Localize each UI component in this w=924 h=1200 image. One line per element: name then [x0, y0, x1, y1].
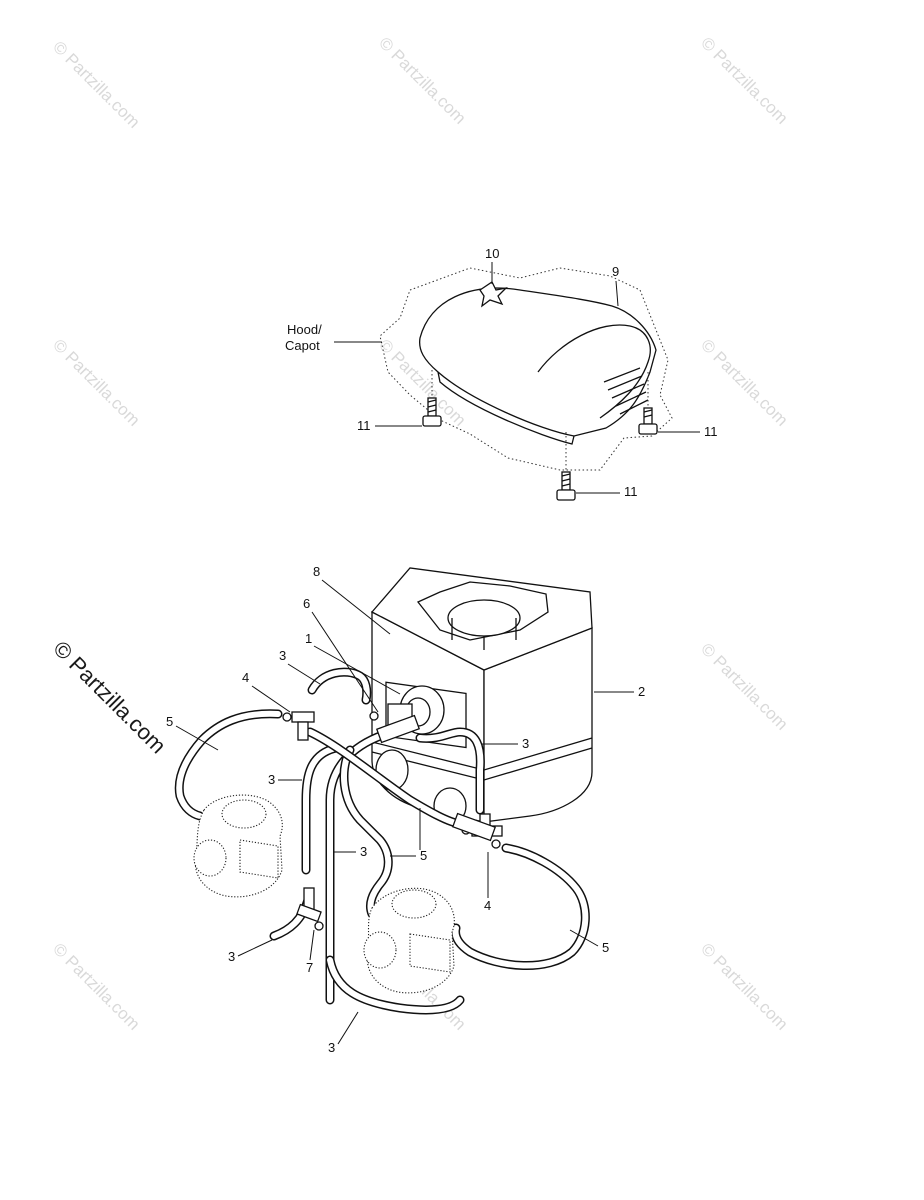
- hose-5-left: [174, 709, 283, 821]
- hose-3-center-long: [301, 743, 341, 875]
- callout-4-left: 4: [242, 670, 249, 685]
- watermark: © Partzilla.com: [697, 939, 791, 1033]
- callout-8: 8: [313, 564, 320, 579]
- hood-cover: [418, 287, 657, 437]
- screw-11-left: [422, 370, 442, 427]
- callout-6: 6: [303, 596, 310, 611]
- callout-3-top: 3: [279, 648, 286, 663]
- junction-block: [375, 714, 497, 842]
- watermark: © Partzilla.com: [697, 639, 791, 733]
- hose-3-bottom: [325, 955, 465, 1015]
- callout-9: 9: [612, 264, 619, 279]
- hood-label-line1: Hood/: [287, 322, 322, 337]
- hose-3-lower: [339, 745, 393, 919]
- watermark: © Partzilla.com: [49, 335, 143, 429]
- hood-vent-bulge: [537, 324, 651, 419]
- callout-11-bottom: 11: [624, 484, 638, 499]
- silencer-side: [483, 627, 593, 823]
- hood-assembly: [379, 267, 673, 501]
- tee-fitting-4-left: [282, 711, 315, 741]
- callout-7: 7: [306, 960, 313, 975]
- watermark-group: © Partzilla.com © Partzilla.com © Partzi…: [48, 33, 791, 1033]
- callout-3-lower-mid: 3: [360, 844, 367, 859]
- callout-3-right: 3: [522, 736, 529, 751]
- callout-3-bottom: 3: [328, 1040, 335, 1055]
- hood-edge: [437, 371, 575, 445]
- callout-4-right: 4: [484, 898, 491, 913]
- tee-fitting-7: [296, 887, 324, 931]
- hoses: [174, 667, 590, 1015]
- callouts: 10 9 Hood/ Capot 11 11 11 8 6 1 3 4 5 2 …: [166, 246, 718, 1055]
- watermark: © Partzilla.com: [697, 335, 791, 429]
- hose-3-right: [415, 727, 485, 815]
- hood-vent-slots: [603, 367, 649, 415]
- hose-3-top: [307, 667, 372, 705]
- callout-5-left: 5: [166, 714, 173, 729]
- screw-11-bottom: [556, 432, 576, 501]
- callout-10: 10: [485, 246, 499, 261]
- hood-emblem: [479, 281, 508, 308]
- watermark: © Partzilla.com: [49, 939, 143, 1033]
- watermark: © Partzilla.com: [375, 33, 469, 127]
- hood-label-line2: Capot: [285, 338, 320, 353]
- callout-2: 2: [638, 684, 645, 699]
- screw-11-right: [638, 372, 658, 435]
- fittings: [282, 711, 503, 931]
- silencer-inlet-ring: [447, 599, 521, 637]
- callout-3-center: 3: [268, 772, 275, 787]
- carburetor-right: [363, 887, 455, 994]
- callout-5-middle: 5: [420, 848, 427, 863]
- hose-5-right: [451, 843, 590, 971]
- silencer-inlet: [416, 581, 549, 641]
- callout-3-left-lower: 3: [228, 949, 235, 964]
- callout-11-left: 11: [357, 418, 371, 433]
- carburetor-left: [193, 794, 283, 898]
- hose-5-middle: [305, 727, 465, 829]
- side-watermark: © Partzilla.com: [48, 636, 171, 759]
- callout-5-right: 5: [602, 940, 609, 955]
- watermark: © Partzilla.com: [49, 37, 143, 131]
- callout-1: 1: [305, 631, 312, 646]
- callout-11-right: 11: [704, 424, 718, 439]
- hood-area-outline: [379, 267, 673, 471]
- watermark: © Partzilla.com: [697, 33, 791, 127]
